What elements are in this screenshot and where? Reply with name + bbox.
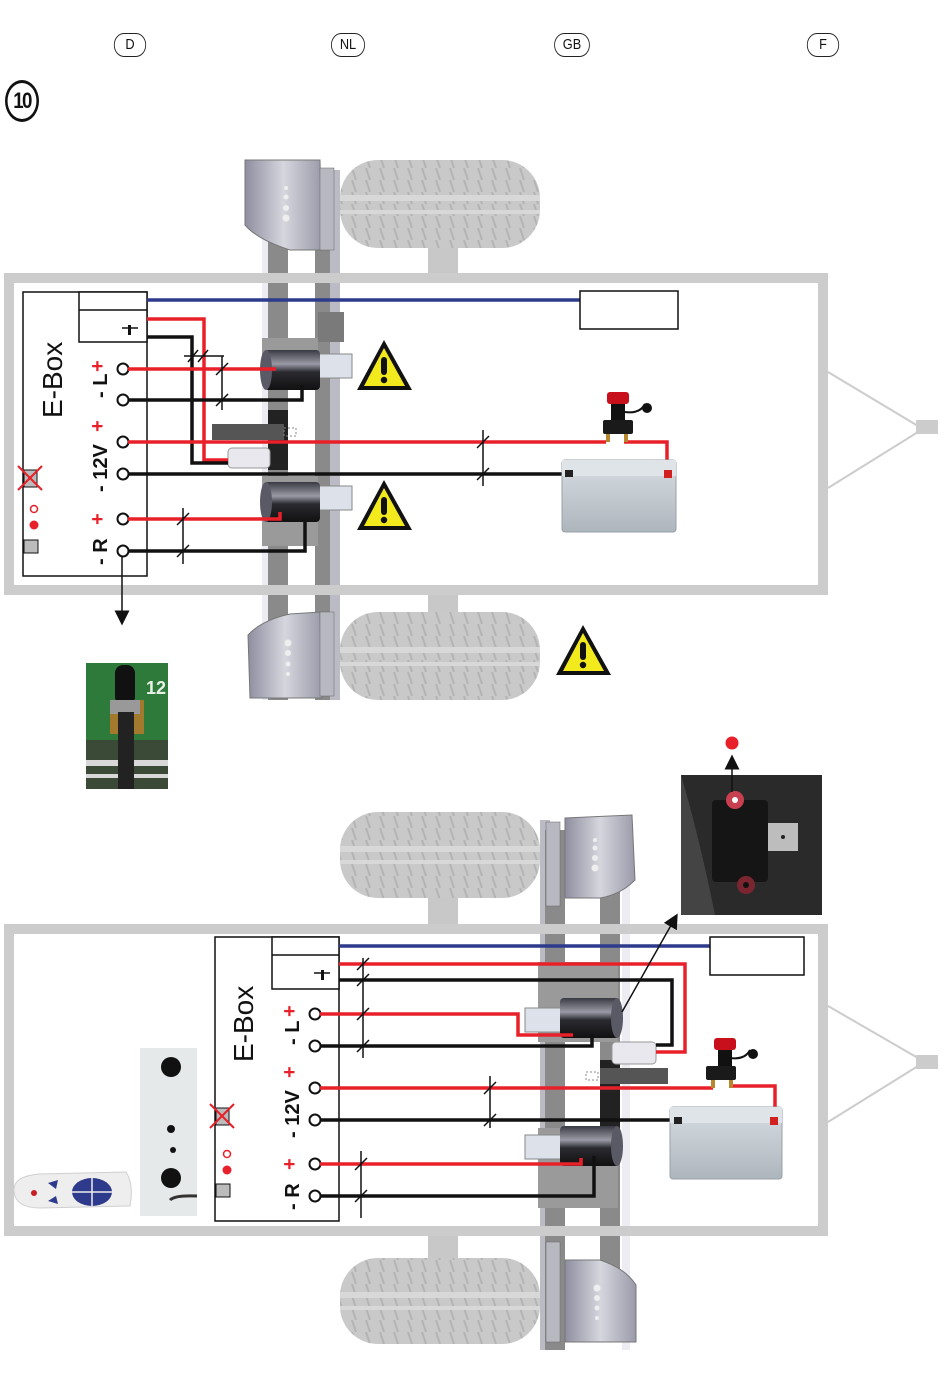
- tyre-top: [340, 812, 540, 926]
- terminal-sign-12v: +: [279, 1066, 301, 1078]
- battery: [670, 1107, 782, 1179]
- battery-isolator-switch[interactable]: [603, 392, 652, 442]
- motor-terminal-photo: [681, 775, 822, 915]
- warning-icon: [357, 480, 412, 530]
- bottom-diagram: E-Box - L + - 12V + - R +: [9, 737, 938, 1351]
- terminal-sign-r: +: [87, 513, 109, 525]
- positive-pole-marker: [726, 737, 739, 750]
- terminal-label-l: - L: [282, 1021, 304, 1045]
- photo-label: 12: [146, 678, 166, 698]
- terminal-label-12v: - 12V: [282, 1090, 304, 1138]
- tyre-top: [340, 160, 540, 276]
- chassis-frame-top: [9, 278, 938, 590]
- top-diagram: E-Box - L + - 12V + - R +: [9, 160, 938, 789]
- tyre-bottom: [340, 1236, 540, 1344]
- motor-left: [525, 962, 623, 1042]
- remote-control-photo: [14, 1172, 131, 1208]
- positive-wire-r: [128, 512, 280, 519]
- terminal-sign-12v: +: [87, 420, 109, 432]
- terminal-label-r: - R: [90, 538, 112, 565]
- potentiometer-connector-photo: 12: [86, 663, 168, 789]
- battery-isolator-switch[interactable]: [706, 1038, 758, 1088]
- ebox-bottom: E-Box - L + - 12V + - R +: [210, 937, 339, 1221]
- terminal-sign-l: +: [279, 1005, 301, 1017]
- receiver-box: [710, 937, 804, 975]
- ebox-title: E-Box: [37, 342, 68, 418]
- positive-wire-box: [339, 964, 685, 1052]
- terminal-sign-r: +: [279, 1158, 301, 1170]
- mover-housing-bottom: [248, 612, 334, 698]
- ebox-top: E-Box - L + - 12V + - R +: [18, 292, 147, 576]
- connector-block: [586, 1042, 668, 1084]
- terminal-sign-l: +: [87, 360, 109, 372]
- battery: [562, 460, 676, 532]
- terminal-label-r: - R: [282, 1183, 304, 1210]
- warning-icon: [357, 340, 412, 390]
- warning-icon: [556, 625, 611, 675]
- terminal-label-12v: - 12V: [90, 444, 112, 492]
- receiver-box: [580, 291, 678, 329]
- mover-housing-top: [546, 815, 635, 906]
- ebox-panel-photo: [140, 1048, 197, 1216]
- mover-housing-top: [245, 160, 334, 250]
- ebox-title: E-Box: [228, 986, 259, 1062]
- tyre-bottom: [340, 592, 540, 700]
- terminal-label-l: - L: [90, 374, 112, 398]
